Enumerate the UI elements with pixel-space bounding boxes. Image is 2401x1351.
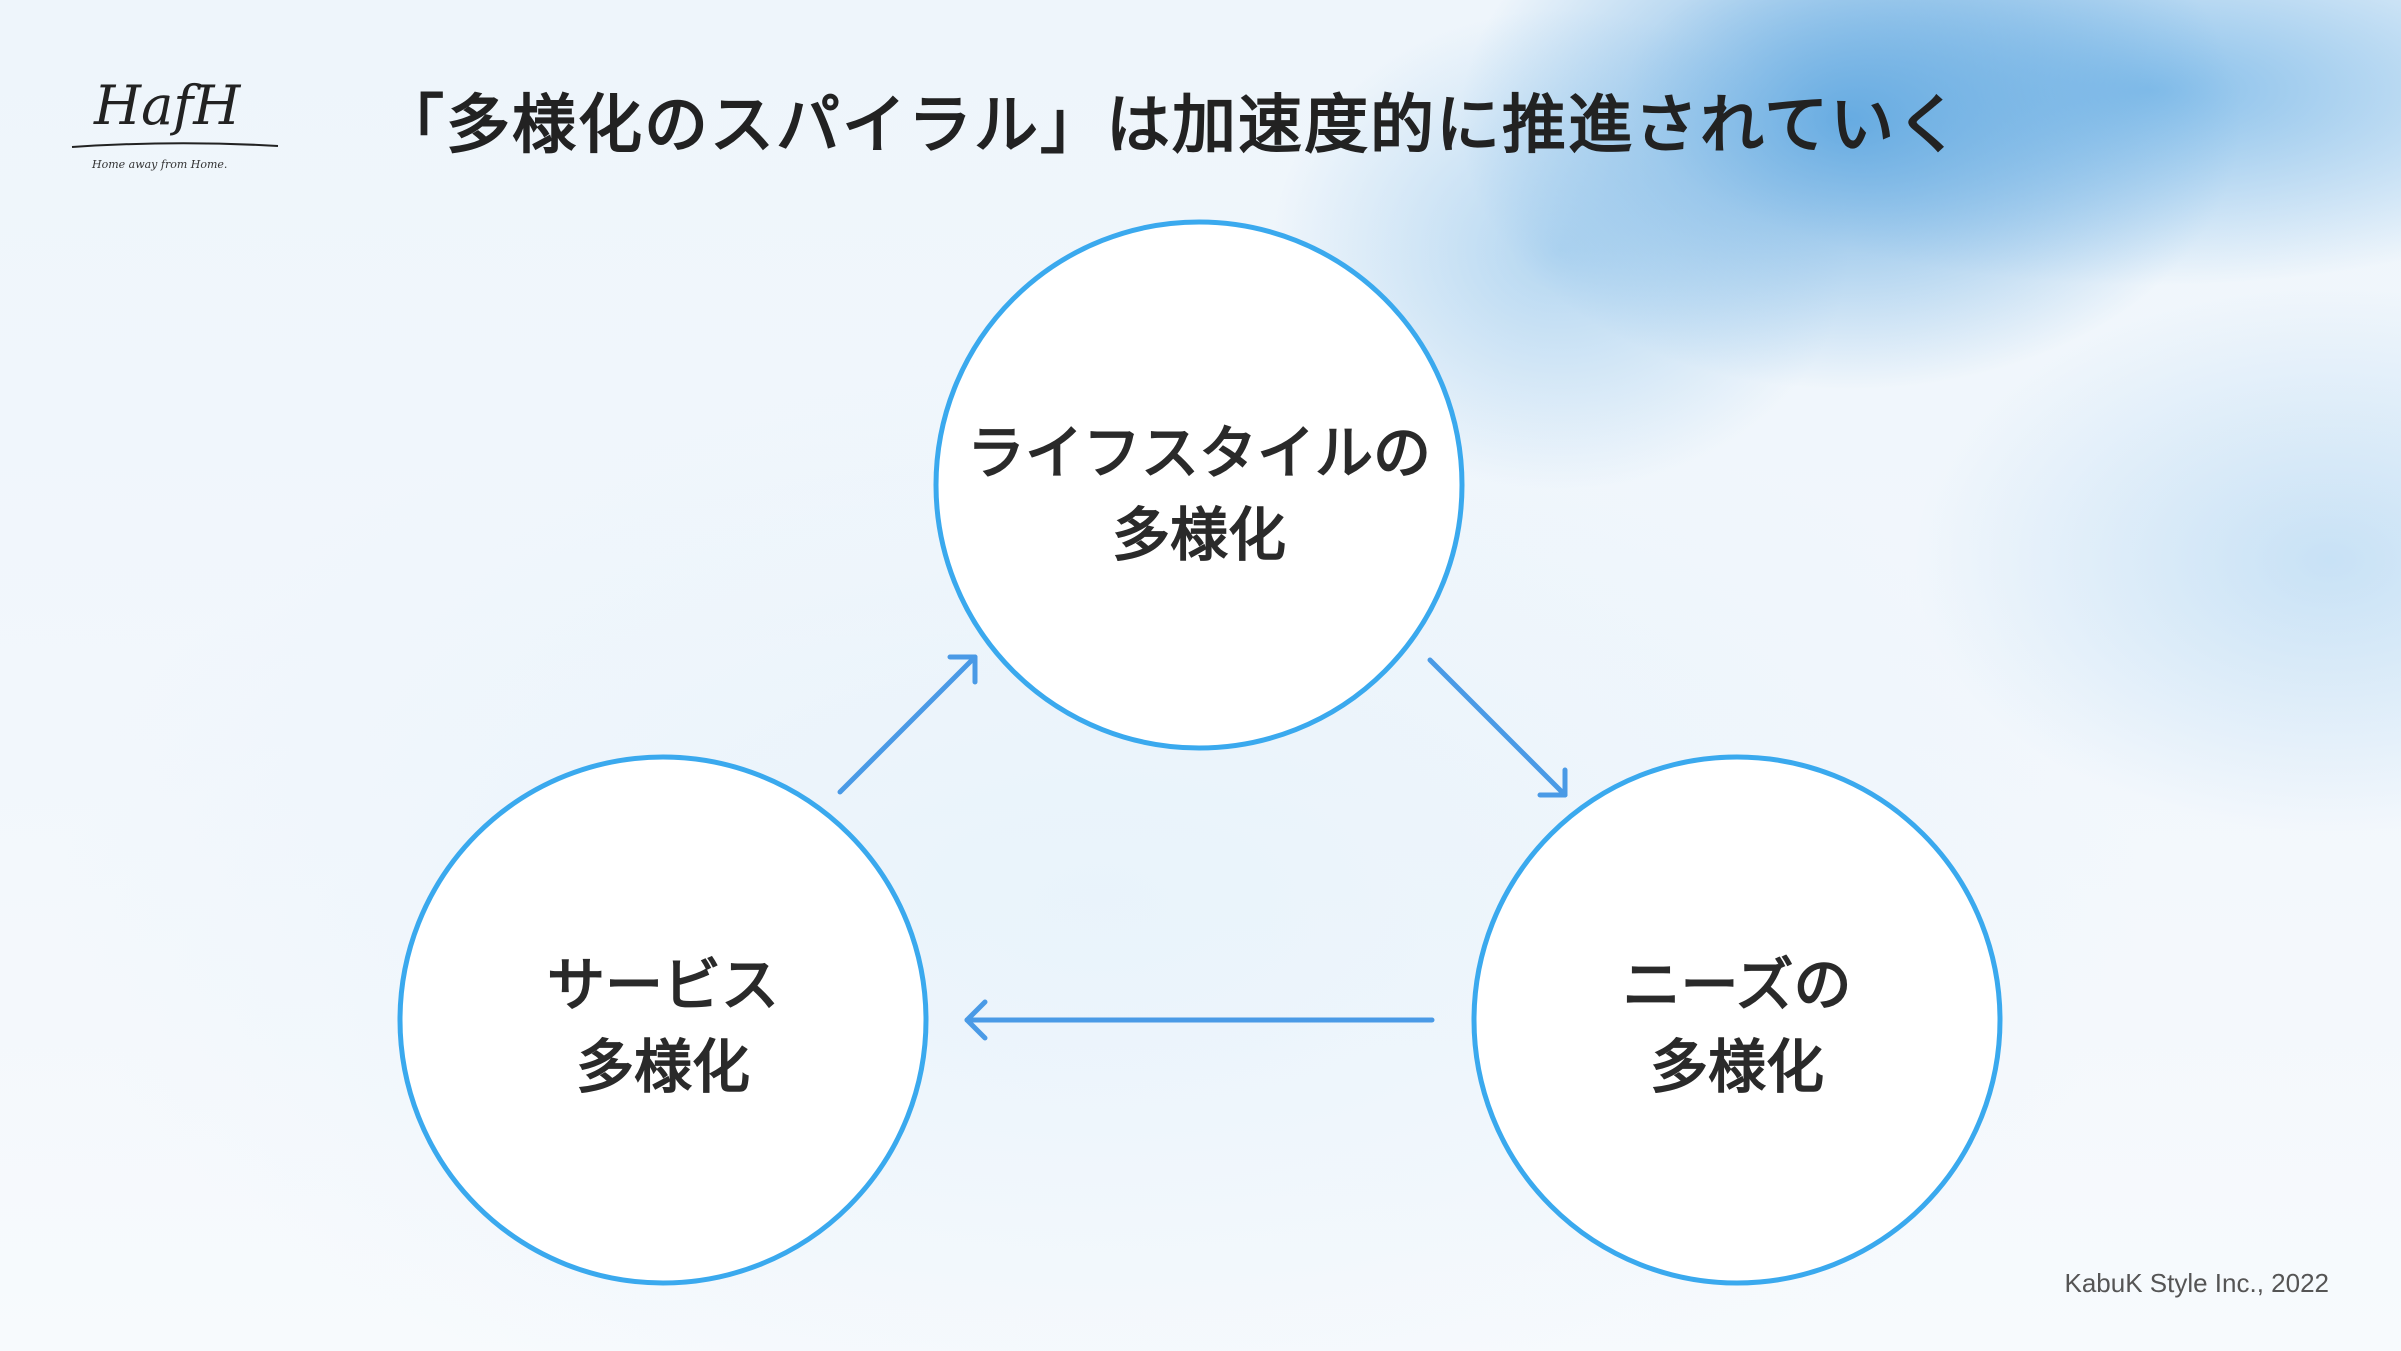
copyright-footer: KabuK Style Inc., 2022 (2064, 1268, 2329, 1298)
node-label-lifestyle: ライフスタイルの 多様化 (939, 412, 1459, 576)
node-lifestyle-line1: ライフスタイルの (966, 419, 1431, 487)
node-circle-service (397, 754, 929, 1286)
arrow-service-to-lifestyle (837, 654, 978, 795)
slide-title: 「多様化のスパイラル」は加速度的に推進されていく (380, 89, 1963, 163)
node-needs-line2: 多様化 (1649, 1033, 1824, 1101)
node-needs-line1: ニーズの (1622, 951, 1852, 1019)
arrow-needs-to-service (964, 999, 1435, 1041)
logo-tagline: Home away from Home. (91, 158, 227, 171)
node-circle-lifestyle (933, 219, 1465, 751)
node-lifestyle-line2: 多様化 (1111, 501, 1286, 569)
arrow-lifestyle-to-needs (1427, 657, 1568, 798)
node-service-line1: サービス (546, 951, 779, 1019)
node-label-needs: ニーズの 多様化 (1477, 944, 1997, 1108)
node-circle-needs (1471, 754, 2003, 1286)
node-label-service: サービス 多様化 (403, 944, 923, 1108)
hafh-logo: HafH Home away from Home. (71, 74, 279, 171)
node-service-line2: 多様化 (575, 1033, 750, 1101)
logo-mark: HafH (93, 74, 241, 137)
